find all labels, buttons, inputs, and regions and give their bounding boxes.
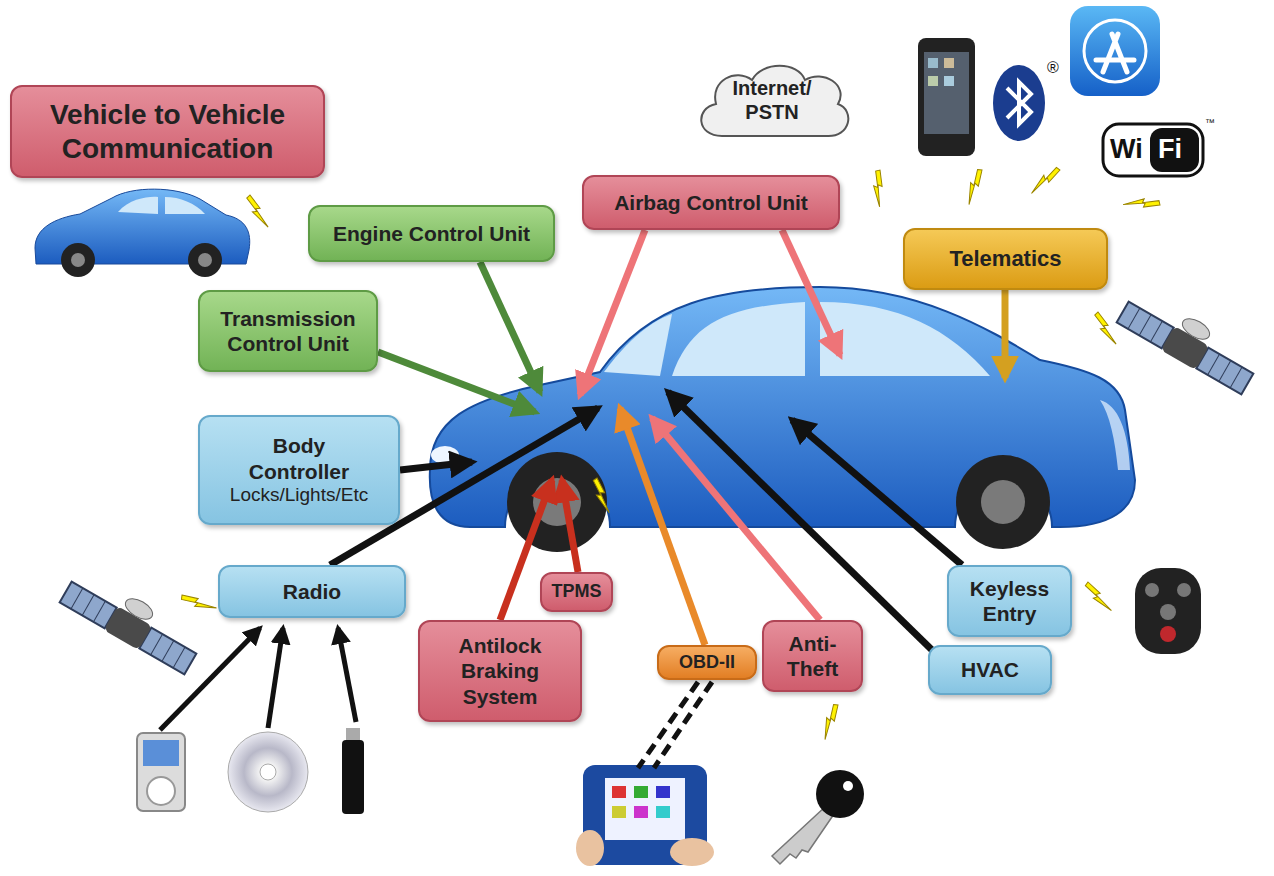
trademark-mark: ™ [1205,118,1215,128]
node-label: Anti- Theft [778,631,848,681]
cable-line [638,682,698,768]
vehicle-illustration [430,287,1135,552]
node-label: Transmission Control Unit [208,306,368,356]
component-box: Vehicle to Vehicle Communication [10,85,325,178]
ipod-icon [137,733,185,811]
node-label: OBD-II [679,652,735,674]
cd-icon [228,732,308,812]
wireless-bolt [1032,164,1061,198]
wireless-bolt [1082,582,1116,611]
wireless-bolt [240,194,276,227]
component-box: Airbag Control Unit [582,175,840,230]
wireless-bolt [180,585,216,618]
pointer-arrow [792,420,962,565]
component-box: Radio [218,565,406,618]
wireless-bolt [815,703,848,739]
bluetooth-icon [993,65,1045,141]
smartphone-icon [918,38,975,156]
key-fob-icon [1135,568,1201,654]
node-label: Vehicle to Vehicle Communication [18,98,318,165]
component-box: HVAC [928,645,1052,695]
pointer-arrow [160,628,260,730]
small-car [35,189,250,277]
component-box: Telematics [903,228,1108,290]
pointer-arrow [378,352,535,412]
component-box: Antilock Braking System [418,620,582,722]
pointer-arrow [1002,290,1009,378]
component-box: OBD-II [657,645,757,680]
wireless-bolt [959,168,992,204]
usb-stick-icon [342,728,364,814]
pointer-arrow [620,408,705,645]
node-label: Locks/Lights/Etc [230,484,368,507]
component-box: TPMS [540,572,613,612]
component-box: Keyless Entry [947,565,1072,637]
component-box: Anti- Theft [762,620,863,692]
wireless-bolt [1123,185,1161,223]
node-label: Radio [283,579,341,604]
scan-tool-icon [576,765,714,866]
pointer-arrow [400,462,472,470]
pointer-arrow [338,628,356,722]
node-label: TPMS [551,581,601,603]
wireless-bolt [860,168,898,206]
satellite-icon [59,566,206,676]
satellite-icon [1116,286,1263,396]
logo-text: Wi [1110,136,1143,163]
network-cloud: Internet/ PSTN [692,60,852,140]
app-store-icon [1070,6,1160,96]
pointer-arrow [562,480,578,572]
node-label: Antilock Braking System [440,633,560,709]
component-box: Body ControllerLocks/Lights/Etc [198,415,400,525]
cable-line [654,682,712,768]
pointer-arrow [580,230,645,395]
logo-text: Fi [1158,136,1182,163]
node-label: Engine Control Unit [333,221,530,246]
cloud-outline [692,60,852,140]
pointer-arrow [782,230,840,355]
pointer-arrow [268,628,283,728]
registered-mark: ® [1047,60,1059,76]
node-label: Internet/ PSTN [722,76,822,124]
component-box: Engine Control Unit [308,205,555,262]
wifi-logo [1103,124,1203,176]
ignition-key-icon [772,770,864,864]
node-label: Body Controller [234,433,364,483]
node-label: Telematics [949,246,1061,272]
pointer-arrow [480,262,540,392]
node-label: Airbag Control Unit [614,190,808,215]
component-box: Transmission Control Unit [198,290,378,372]
node-label: Keyless Entry [955,576,1065,626]
wireless-bolt [583,477,621,513]
wireless-bolt [1088,311,1124,344]
node-label: HVAC [961,657,1019,682]
